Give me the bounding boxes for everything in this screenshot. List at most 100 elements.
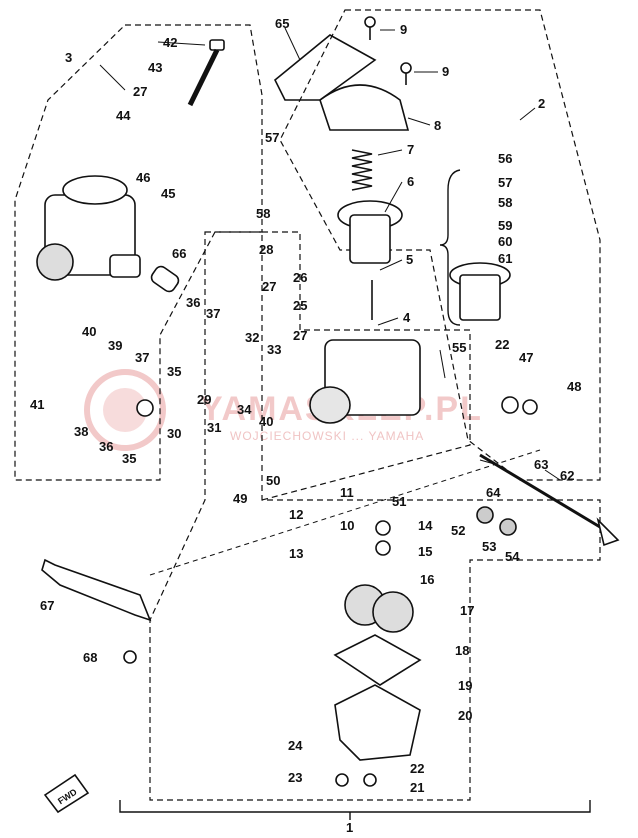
callout-15: 15: [418, 544, 432, 559]
callout-41: 41: [30, 397, 44, 412]
callout-57b: 57: [498, 175, 512, 190]
group-boundaries: [14, 9, 601, 801]
callout-11: 11: [340, 485, 354, 500]
callout-39: 39: [108, 338, 122, 353]
callout-53: 53: [482, 539, 496, 554]
callout-22b: 22: [410, 761, 424, 776]
callout-3: 3: [65, 50, 72, 65]
callout-57a: 57: [265, 130, 279, 145]
callout-66: 66: [172, 246, 186, 261]
callout-31: 31: [207, 420, 221, 435]
callout-37b: 37: [135, 350, 149, 365]
callout-49: 49: [233, 491, 247, 506]
callout-67: 67: [40, 598, 54, 613]
callout-40b: 40: [259, 414, 273, 429]
callout-26: 26: [293, 270, 307, 285]
callout-16: 16: [420, 572, 434, 587]
callout-25: 25: [293, 298, 307, 313]
callout-42: 42: [163, 35, 177, 50]
callout-52: 52: [451, 523, 465, 538]
callout-55: 55: [452, 340, 466, 355]
callout-40a: 40: [82, 324, 96, 339]
float-right: [372, 591, 414, 633]
callout-12: 12: [289, 507, 303, 522]
group-1-bracket: [119, 800, 591, 820]
mount-bracket: [41, 558, 152, 622]
callout-32: 32: [245, 330, 259, 345]
leader-lines: [99, 27, 561, 576]
callout-56: 56: [498, 151, 512, 166]
callout-35a: 35: [167, 364, 181, 379]
callout-22a: 22: [495, 337, 509, 352]
callout-65: 65: [275, 16, 289, 31]
callout-51: 51: [392, 494, 406, 509]
callouts: 1 2 3 4 5 6 7 8 9 9 10 11 12 13 14 15 16…: [30, 16, 581, 835]
callout-24: 24: [288, 738, 303, 753]
callout-28: 28: [259, 242, 273, 257]
callout-5: 5: [406, 252, 413, 267]
callout-20: 20: [458, 708, 472, 723]
callout-48: 48: [567, 379, 581, 394]
callout-54: 54: [505, 549, 520, 564]
jet-group-bracket: [439, 169, 461, 326]
watermark-sub-text: WOJCIECHOWSKI ... YAMAHA: [230, 429, 424, 443]
boundary-group-3: [14, 24, 263, 481]
callout-50: 50: [266, 473, 280, 488]
callout-27c: 27: [293, 328, 307, 343]
parts: [36, 16, 620, 787]
callout-43: 43: [148, 60, 162, 75]
carburetor-assembly-illustration: [36, 175, 141, 281]
callout-21: 21: [410, 780, 424, 795]
callout-19: 19: [458, 678, 472, 693]
cover-plate: [273, 34, 377, 101]
callout-18: 18: [455, 643, 469, 658]
callout-27a: 27: [133, 84, 147, 99]
callout-9a: 9: [400, 22, 407, 37]
callout-36a: 36: [186, 295, 200, 310]
callout-61: 61: [498, 251, 512, 266]
boundary-group-2: [279, 9, 601, 481]
boundary-main-body: [261, 231, 471, 501]
callout-30: 30: [167, 426, 181, 441]
callout-58a: 58: [256, 206, 270, 221]
callout-13: 13: [289, 546, 303, 561]
callout-68: 68: [83, 650, 97, 665]
callout-2: 2: [538, 96, 545, 111]
callout-60: 60: [498, 234, 512, 249]
callout-44: 44: [116, 108, 131, 123]
callout-17: 17: [460, 603, 474, 618]
callout-14: 14: [418, 518, 433, 533]
callout-29: 29: [197, 392, 211, 407]
callout-47: 47: [519, 350, 533, 365]
callout-35b: 35: [122, 451, 136, 466]
callout-46: 46: [136, 170, 150, 185]
callout-59: 59: [498, 218, 512, 233]
fwd-arrow-icon: FWD: [43, 773, 90, 814]
callout-58b: 58: [498, 195, 512, 210]
callout-34: 34: [237, 402, 252, 417]
top-cover: [319, 84, 410, 131]
callout-7: 7: [407, 142, 414, 157]
float-bowl-gasket: [333, 634, 422, 686]
callout-27b: 27: [262, 279, 276, 294]
callout-4: 4: [403, 310, 411, 325]
spring: [351, 149, 373, 191]
callout-6: 6: [407, 174, 414, 189]
callout-64: 64: [486, 485, 501, 500]
callout-8: 8: [434, 118, 441, 133]
callout-10: 10: [340, 518, 354, 533]
watermark-logo-inner: [103, 388, 147, 432]
callout-37a: 37: [206, 306, 220, 321]
callout-62: 62: [560, 468, 574, 483]
callout-33: 33: [267, 342, 281, 357]
callout-36b: 36: [99, 439, 113, 454]
callout-9b: 9: [442, 64, 449, 79]
carburetor-body: [324, 339, 421, 416]
callout-38: 38: [74, 424, 88, 439]
callout-23: 23: [288, 770, 302, 785]
callout-45: 45: [161, 186, 175, 201]
float-bowl: [334, 684, 421, 761]
callout-63: 63: [534, 457, 548, 472]
callout-1: 1: [346, 820, 353, 835]
